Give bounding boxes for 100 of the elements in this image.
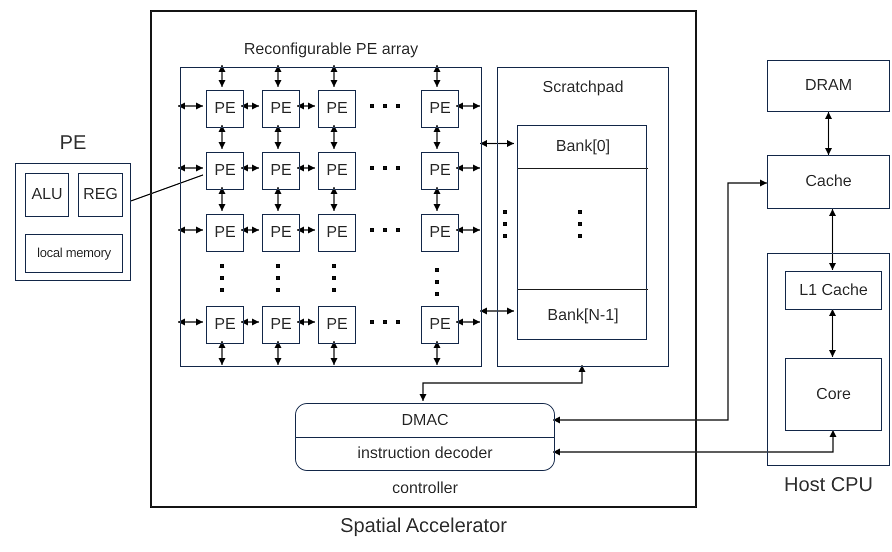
box-label: PE xyxy=(270,223,292,243)
scratchpad-panel xyxy=(497,67,669,367)
box-label: Spatial Accelerator xyxy=(340,514,507,539)
box-label: PE xyxy=(214,99,236,119)
double-arrow xyxy=(434,125,440,149)
double-arrow xyxy=(434,65,440,87)
box-label: PE xyxy=(270,315,292,335)
double-arrow xyxy=(241,226,259,234)
double-arrow xyxy=(178,226,203,234)
double-arrow xyxy=(241,164,259,172)
pe-box xyxy=(262,90,300,128)
double-arrow xyxy=(218,341,226,365)
double-arrow xyxy=(330,65,338,87)
double-arrow xyxy=(434,187,440,211)
box-label: PE xyxy=(214,161,236,181)
double-arrow xyxy=(297,226,315,234)
double-arrow xyxy=(241,318,259,326)
double-arrow xyxy=(456,226,480,234)
pe-box xyxy=(262,152,300,190)
double-arrow xyxy=(456,318,480,326)
double-arrow xyxy=(829,309,836,357)
double-arrow xyxy=(274,341,282,365)
box-label: PE xyxy=(326,223,348,243)
pe-box xyxy=(318,214,356,252)
box-label: Cache xyxy=(805,172,852,192)
double-arrow xyxy=(553,430,836,456)
double-arrow xyxy=(480,308,514,314)
box-label: PE xyxy=(429,161,451,181)
box-label: PE xyxy=(326,99,348,119)
box-label: PE xyxy=(214,315,236,335)
box-label: Scratchpad xyxy=(542,78,624,98)
box-label: REG xyxy=(83,185,118,205)
box-label: ALU xyxy=(31,185,63,205)
double-arrow xyxy=(330,341,338,365)
double-arrow xyxy=(274,125,282,149)
pe-box xyxy=(206,152,244,190)
box-label: L1 Cache xyxy=(799,280,868,300)
double-arrow xyxy=(456,164,480,172)
box-label: Host CPU xyxy=(784,473,873,498)
double-arrow xyxy=(297,102,315,110)
double-arrow xyxy=(274,187,282,211)
pe-box xyxy=(262,214,300,252)
box-label: PE xyxy=(270,99,292,119)
double-arrow xyxy=(178,318,203,326)
double-arrow xyxy=(480,140,514,147)
memory-box xyxy=(25,234,123,273)
double-arrow xyxy=(218,125,226,149)
double-arrow xyxy=(434,341,440,365)
pe-box xyxy=(206,90,244,128)
double-arrow xyxy=(297,318,315,326)
pe-box xyxy=(421,214,459,252)
box-label: PE xyxy=(326,161,348,181)
box-label: Core xyxy=(816,384,851,404)
box-label: PE xyxy=(429,223,451,243)
box-label: controller xyxy=(392,479,458,499)
dram-box xyxy=(767,60,890,112)
pe-box xyxy=(421,306,459,344)
cache-box xyxy=(785,271,882,310)
box-label: Bank[0] xyxy=(556,137,610,157)
box-label: PE xyxy=(214,223,236,243)
double-arrow xyxy=(274,65,282,87)
pe-box xyxy=(262,306,300,344)
double-arrow xyxy=(330,125,338,149)
dmac-section xyxy=(295,403,555,438)
pe-box xyxy=(421,152,459,190)
box-label: PE xyxy=(60,131,86,156)
double-arrow xyxy=(297,164,315,172)
double-arrow xyxy=(330,187,338,211)
box-label: Bank[N-1] xyxy=(547,306,619,326)
alu-box xyxy=(25,173,69,217)
box-label: local memory xyxy=(37,245,111,262)
box-label: Reconfigurable PE array xyxy=(244,40,418,60)
double-arrow xyxy=(178,102,203,110)
cache-box xyxy=(767,155,890,209)
double-arrow xyxy=(218,187,226,211)
pe-box xyxy=(206,214,244,252)
box-label: PE xyxy=(326,315,348,335)
double-arrow xyxy=(456,102,480,110)
double-arrow xyxy=(825,112,832,155)
box-label: PE xyxy=(429,99,451,119)
core-box xyxy=(785,358,882,431)
pe-box xyxy=(318,90,356,128)
double-arrow xyxy=(553,180,767,424)
pe-box xyxy=(318,306,356,344)
box-label: PE xyxy=(429,315,451,335)
double-arrow xyxy=(420,365,586,401)
pe-box xyxy=(421,90,459,128)
double-arrow xyxy=(178,164,203,172)
pe-box xyxy=(206,306,244,344)
box-label: DMAC xyxy=(401,410,449,430)
double-arrow xyxy=(218,65,226,87)
leader-line xyxy=(130,174,204,202)
pe-box xyxy=(318,152,356,190)
double-arrow xyxy=(241,102,259,110)
decoder-section xyxy=(295,437,555,471)
box-label: PE xyxy=(270,161,292,181)
box-label: instruction decoder xyxy=(357,444,493,464)
double-arrow xyxy=(829,209,836,270)
box-label: DRAM xyxy=(804,76,852,96)
bank-stack xyxy=(517,125,647,340)
